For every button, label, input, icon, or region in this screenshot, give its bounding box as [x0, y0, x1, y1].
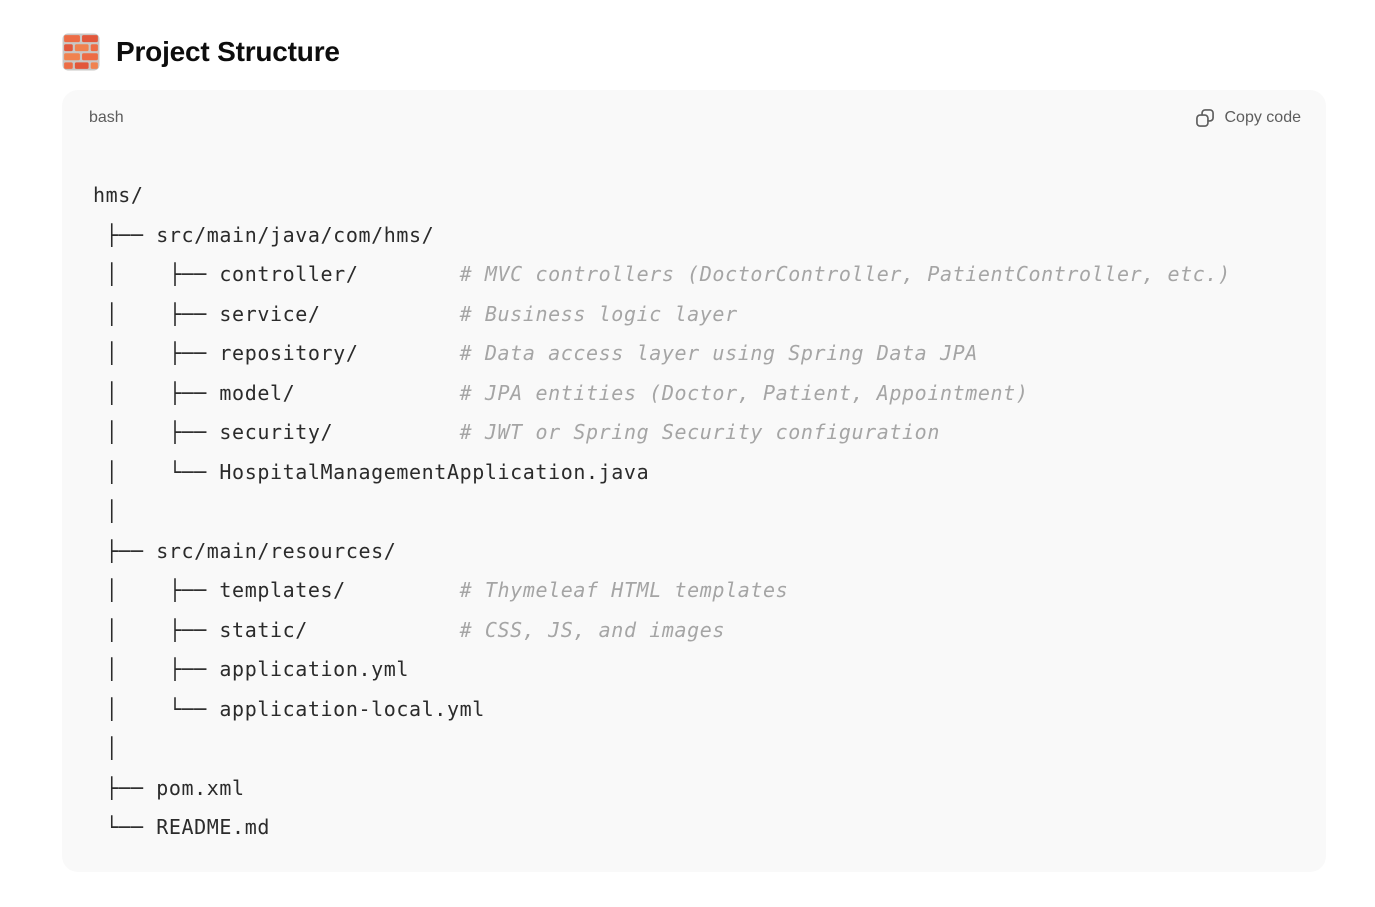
tree-line: └── README.md — [93, 808, 1306, 848]
tree-entry: │ ├── controller/ — [93, 262, 359, 286]
tree-entry: │ ├── templates/ — [93, 578, 346, 602]
tree-line: │ └── application-local.yml — [93, 690, 1306, 730]
copy-code-button[interactable]: Copy code — [1194, 107, 1302, 129]
tree-entry: │ └── HospitalManagementApplication.java — [93, 459, 650, 484]
tree-line: │ — [93, 492, 1306, 532]
tree-line: │ ├── service/ # Business logic layer — [93, 295, 1306, 335]
tree-entry: │ ├── static/ — [93, 617, 308, 642]
tree-comment: # Data access layer using Spring Data JP… — [459, 341, 978, 365]
tree-entry: │ — [93, 499, 119, 523]
tree-line: │ ├── application.yml — [93, 650, 1306, 690]
tree-line: │ ├── templates/ # Thymeleaf HTML templa… — [93, 571, 1306, 611]
code-language-label: bash — [89, 109, 124, 126]
tree-entry: └── README.md — [93, 815, 270, 839]
tree-line: │ ├── static/ # CSS, JS, and images — [93, 611, 1306, 651]
tree-comment: # JWT or Spring Security configuration — [459, 420, 940, 444]
copy-code-label: Copy code — [1224, 109, 1302, 126]
page-title: Project Structure — [116, 36, 340, 67]
tree-entry: │ ├── security/ — [93, 420, 334, 444]
tree-line: ├── pom.xml — [93, 769, 1306, 809]
tree-entry: │ ├── repository/ — [93, 341, 359, 365]
tree-entry: ├── src/main/java/com/hms/ — [93, 222, 435, 247]
tree-entry: │ — [93, 736, 119, 760]
copy-icon — [1194, 107, 1216, 129]
tree-entry: │ └── application-local.yml — [93, 696, 485, 721]
tree-entry: hms/ — [93, 183, 144, 207]
tree-entry: │ ├── application.yml — [93, 657, 410, 681]
tree-entry: ├── pom.xml — [93, 775, 245, 800]
tree-line: │ ├── repository/ # Data access layer us… — [93, 334, 1306, 374]
tree-line: ├── src/main/java/com/hms/ — [93, 216, 1306, 256]
code-block-header: bash Copy code — [62, 90, 1326, 129]
tree-comment: # JPA entities (Doctor, Patient, Appoint… — [459, 380, 1029, 405]
tree-comment: # Thymeleaf HTML templates — [459, 578, 789, 602]
tree-line: │ └── HospitalManagementApplication.java — [93, 453, 1306, 493]
tree-entry: │ ├── model/ — [93, 380, 296, 405]
tree-line: │ ├── model/ # JPA entities (Doctor, Pat… — [93, 374, 1306, 414]
file-tree: hms/ ├── src/main/java/com/hms/ │ ├── co… — [62, 129, 1326, 848]
brick-wall-icon — [62, 33, 100, 71]
tree-comment: # Business logic layer — [459, 301, 738, 326]
tree-entry: ├── src/main/resources/ — [93, 538, 397, 563]
tree-line: hms/ — [93, 176, 1306, 216]
tree-line: │ ├── controller/ # MVC controllers (Doc… — [93, 255, 1306, 295]
page-title-row: Project Structure — [62, 30, 1326, 74]
tree-entry: │ ├── service/ — [93, 301, 321, 326]
tree-comment: # MVC controllers (DoctorController, Pat… — [459, 262, 1231, 286]
tree-line: ├── src/main/resources/ — [93, 532, 1306, 572]
tree-comment: # CSS, JS, and images — [459, 617, 726, 642]
tree-line: │ ├── security/ # JWT or Spring Security… — [93, 413, 1306, 453]
tree-line: │ — [93, 729, 1306, 769]
code-block: bash Copy code hms/ ├── src/main/java/co… — [62, 90, 1326, 872]
